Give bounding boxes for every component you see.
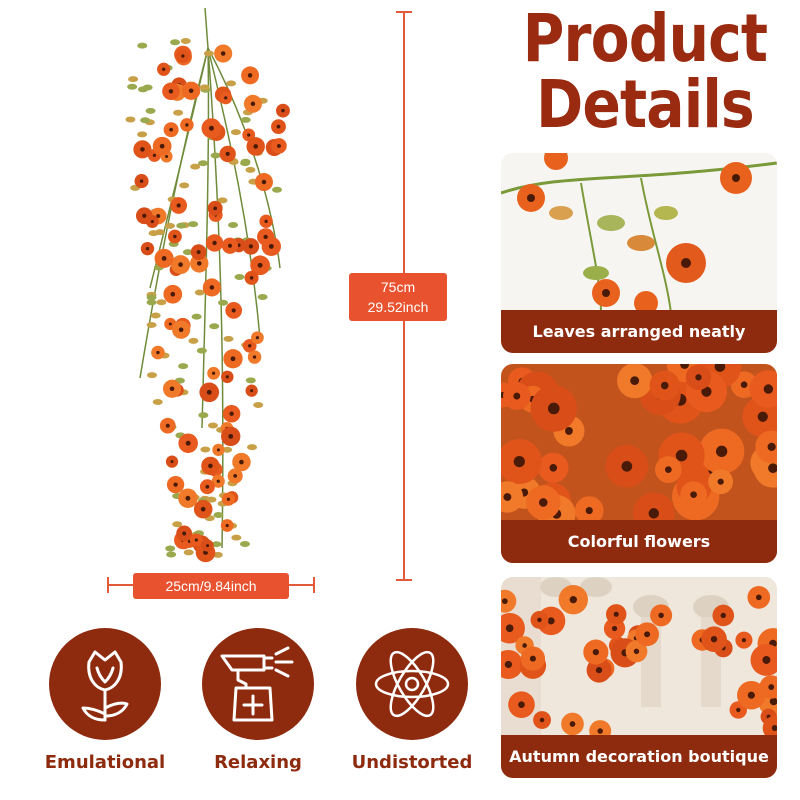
tulip-icon bbox=[81, 650, 129, 722]
feature-label: Leaves arranged neatly bbox=[501, 310, 777, 353]
feature-label: Colorful flowers bbox=[501, 520, 777, 563]
width-measure-cap-right bbox=[313, 577, 315, 593]
width-label: 25cm/9.84inch bbox=[133, 573, 289, 599]
height-label: 75cm 29.52inch bbox=[349, 273, 447, 321]
height-metric-text: 75cm bbox=[380, 279, 416, 295]
height-imperial-text: 29.52inch bbox=[367, 299, 429, 315]
feature-card-leaves: Leaves arranged neatly bbox=[501, 153, 777, 353]
feature-label: Autumn decoration boutique bbox=[501, 735, 777, 778]
hanging-plant-photo bbox=[125, 8, 290, 563]
atom-icon bbox=[374, 650, 450, 718]
icon-label-relaxing: Relaxing bbox=[214, 752, 302, 773]
icon-label-undistorted: Undistorted bbox=[351, 752, 473, 773]
atom-icon-badge bbox=[356, 628, 468, 740]
width-measure-cap-left bbox=[107, 577, 109, 593]
spray-bottle-icon-badge bbox=[202, 628, 314, 740]
feature-card-flowers: Colorful flowers bbox=[501, 364, 777, 563]
icon-label-emulational: Emulational bbox=[44, 752, 166, 773]
tulip-icon-badge bbox=[49, 628, 161, 740]
height-measure-cap-top bbox=[396, 11, 412, 13]
height-measure-cap-bottom bbox=[396, 579, 412, 581]
title-line-2: Details bbox=[536, 66, 755, 143]
page-title: Product Details bbox=[500, 6, 790, 138]
feature-card-decoration: Autumn decoration boutique bbox=[501, 577, 777, 778]
spray-bottle-icon bbox=[220, 646, 294, 722]
title-line-1: Product bbox=[522, 0, 768, 77]
